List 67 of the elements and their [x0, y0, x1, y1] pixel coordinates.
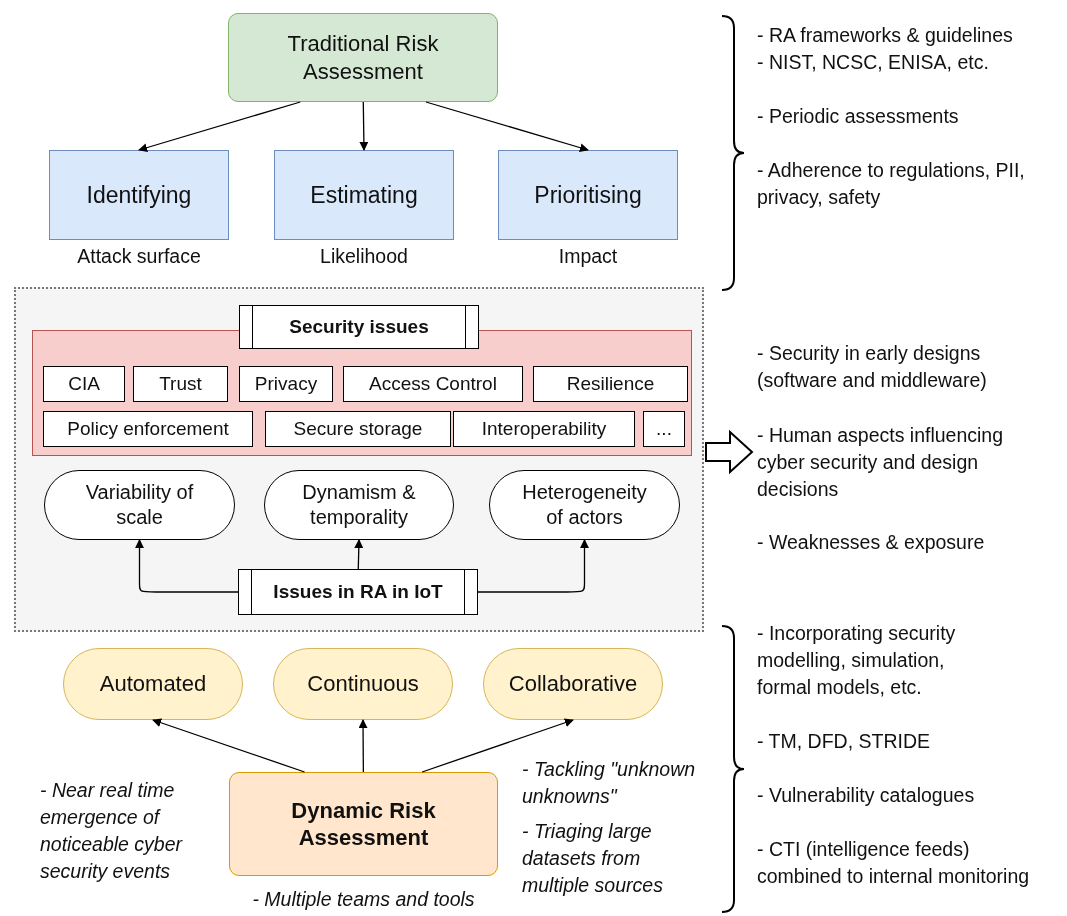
note-text: - Security in early designs (software and middleware) — [757, 341, 988, 393]
note-text: - CTI (intelligence feeds) combined to internal monitoring — [757, 837, 1031, 889]
box-label: Identifying — [85, 180, 193, 210]
process-box — [229, 772, 498, 876]
box-label: ... — [655, 417, 673, 441]
box-label: Automated — [98, 670, 208, 698]
arrow — [138, 101, 301, 152]
box-label: Estimating — [309, 180, 419, 210]
issue-box — [643, 411, 685, 447]
box-label: Dynamic Risk Assessment — [290, 796, 437, 852]
box-label: Heterogeneity of actors — [521, 480, 648, 530]
box-label: Trust — [158, 372, 203, 396]
arrow — [425, 101, 589, 152]
box-label: Dynamism & temporality — [301, 480, 417, 530]
issue-box — [43, 366, 125, 402]
box-label: Security issues — [288, 315, 430, 339]
box-label: Issues in RA in IoT — [272, 580, 444, 604]
note-text: - NIST, NCSC, ENISA, etc. — [757, 50, 990, 75]
box-label: Access Control — [368, 372, 498, 396]
arrow — [358, 719, 368, 773]
box-label: Policy enforcement — [66, 417, 230, 441]
heading-box — [238, 569, 478, 615]
hollow-arrow — [705, 429, 754, 475]
issue-box — [265, 411, 451, 447]
issue-box — [343, 366, 523, 402]
curved-arrow — [135, 539, 239, 593]
note-text: - Human aspects influencing cyber security and design decisions — [757, 423, 1005, 502]
arrow — [421, 718, 574, 773]
group-panel — [14, 287, 704, 632]
note-text: - TM, DFD, STRIDE — [757, 729, 931, 754]
issue-box — [533, 366, 688, 402]
box-label: Resilience — [565, 372, 656, 396]
issue-box — [43, 411, 253, 447]
note-text: - Vulnerability catalogues — [757, 783, 976, 808]
process-box — [274, 150, 454, 240]
box-label: Prioritising — [533, 180, 643, 210]
box-caption: - Multiple teams and tools — [251, 888, 476, 911]
arrow — [354, 539, 364, 570]
box-caption: Impact — [557, 245, 619, 268]
arrow — [152, 718, 306, 773]
curved-arrow — [477, 539, 589, 593]
box-caption: Likelihood — [319, 245, 409, 268]
process-box — [228, 13, 498, 102]
box-label: Traditional Risk Assessment — [286, 30, 440, 85]
note-text: - Near real time emergence of noticeable cyber security events — [40, 778, 184, 884]
box-label: Secure storage — [292, 417, 424, 441]
box-label: Continuous — [306, 670, 420, 698]
note-text: - Incorporating security modelling, simulation, formal models, etc. — [757, 621, 957, 700]
heading-box — [239, 305, 479, 349]
issue-box — [453, 411, 635, 447]
note-text: - RA frameworks & guidelines — [757, 23, 1014, 48]
issue-box — [239, 366, 333, 402]
box-label: Collaborative — [507, 670, 639, 698]
process-box — [498, 150, 678, 240]
box-label: Privacy — [253, 372, 319, 396]
issue-box — [133, 366, 228, 402]
process-box — [49, 150, 229, 240]
box-label: CIA — [67, 372, 101, 396]
box-label: Interoperability — [480, 417, 608, 441]
note-text: - Weaknesses & exposure — [757, 530, 986, 555]
box-caption: Attack surface — [76, 245, 202, 268]
arrow — [359, 101, 369, 151]
note-text: - Tackling "unknown unknowns" — [522, 757, 697, 809]
note-text: - Adherence to regulations, PII, privacy, safety — [757, 158, 1026, 210]
note-text: - Triaging large datasets from multiple sources — [522, 819, 664, 898]
box-label: Variability of scale — [84, 480, 195, 530]
note-text: - Periodic assessments — [757, 104, 960, 129]
